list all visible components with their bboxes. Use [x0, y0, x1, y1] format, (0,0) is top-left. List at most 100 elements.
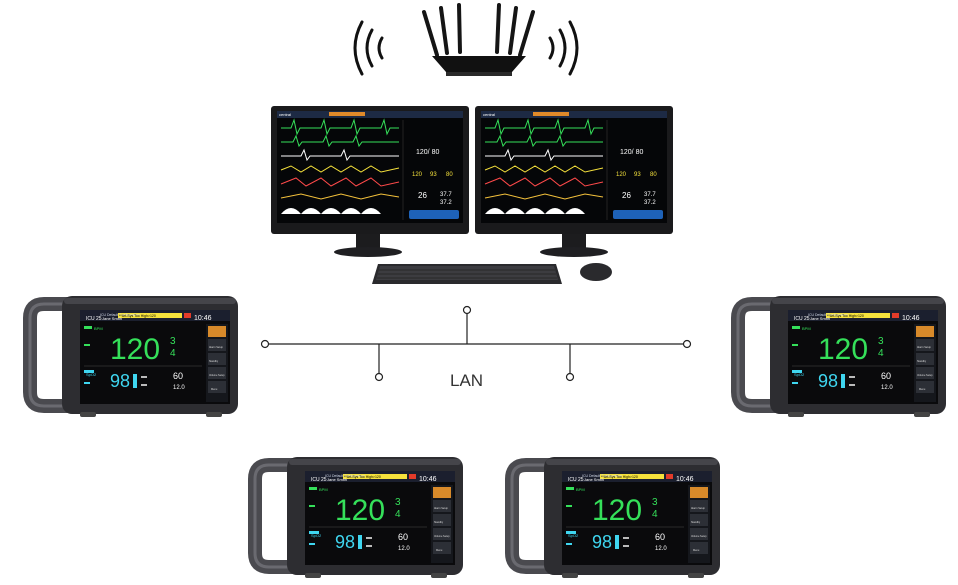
- monitor-alarm: **Art-Sys Too High>120: [827, 314, 864, 318]
- monitor-button-volume-setup[interactable]: Volume Setup: [691, 535, 707, 538]
- central-display-right: 120/ 80 120 93 80 26 37.7 37.2 central: [474, 105, 674, 257]
- monitor-button-standby[interactable]: Standby: [691, 521, 701, 524]
- router-body: [432, 56, 526, 72]
- monitor-spo2-value: 98: [110, 371, 130, 391]
- monitor-time: 10:46: [902, 315, 920, 322]
- monitor-bed: ICU 25: [311, 477, 327, 483]
- monitor-sub-value-top: 3: [170, 336, 176, 347]
- monitor-sub-value-top: 3: [395, 497, 401, 508]
- monitor-bed: ICU 25: [568, 477, 584, 483]
- monitor-patient: Jane Smith: [102, 316, 122, 321]
- monitor-button-volume-setup[interactable]: Volume Setup: [209, 374, 225, 377]
- monitor-sub-value-top: 3: [652, 497, 658, 508]
- monitor-sub-value-bottom: 4: [652, 509, 658, 520]
- bedside-monitor-left: ICU Default Configuration ICU 25 Jane Sm…: [30, 296, 238, 417]
- monitor-alarm: **Art-Sys Too High>120: [344, 475, 381, 479]
- central-bp-value-left: 120/ 80: [416, 149, 439, 156]
- monitor-resp-value: 60: [173, 371, 183, 381]
- monitor-button-menu[interactable]: Menu: [436, 549, 443, 552]
- keyboard: [372, 264, 562, 284]
- monitor-hr-label: BPM: [94, 326, 103, 331]
- bedside-monitor-right: ICU Default Configuration ICU 25 Jane Sm…: [738, 296, 946, 417]
- monitor-button-menu[interactable]: Menu: [211, 388, 218, 391]
- monitor-spo2-label: SpO2: [568, 533, 579, 538]
- monitor-hr-label: BPM: [802, 326, 811, 331]
- monitor-alarm: **Art-Sys Too High>120: [119, 314, 156, 318]
- monitor-bed: ICU 25: [86, 316, 102, 322]
- monitor-config-title: ICU Default Configuration: [325, 474, 365, 478]
- central-value-right-1: 120: [616, 172, 627, 178]
- monitor-spo2-label: SpO2: [794, 372, 805, 377]
- monitor-main-value: 120: [592, 494, 642, 527]
- monitor-alarm: **Art-Sys Too High>120: [601, 475, 638, 479]
- lan-node-left-end: [260, 339, 270, 349]
- monitor-resp-value: 60: [398, 532, 408, 542]
- monitor-resp-value: 60: [655, 532, 665, 542]
- monitor-temp-value: 12.0: [398, 546, 410, 552]
- central-value-left-4: 26: [418, 191, 427, 200]
- lan-network: [260, 305, 692, 382]
- monitor-spo2-label: SpO2: [311, 533, 322, 538]
- monitor-button-alarm-setup[interactable]: Alarm Setup: [691, 507, 705, 510]
- monitor-bed: ICU 25: [794, 316, 810, 322]
- monitor-time: 10:46: [419, 476, 437, 483]
- central-value-left-5: 37.7: [440, 192, 452, 198]
- lan-node-right-end: [682, 339, 692, 349]
- monitor-button-volume-setup[interactable]: Volume Setup: [917, 374, 933, 377]
- monitor-patient: Jane Smith: [584, 477, 604, 482]
- monitor-main-value: 120: [110, 333, 160, 366]
- monitor-button-menu[interactable]: Menu: [919, 388, 926, 391]
- monitor-spo2-label: SpO2: [86, 372, 97, 377]
- central-value-left-1: 120: [412, 172, 423, 178]
- monitor-spo2-value: 98: [592, 532, 612, 552]
- monitor-resp-value: 60: [881, 371, 891, 381]
- monitor-button-alarm-setup[interactable]: Alarm Setup: [209, 346, 223, 349]
- central-value-right-2: 93: [634, 172, 641, 178]
- monitor-sub-value-bottom: 4: [878, 348, 884, 359]
- monitor-patient: Jane Smith: [327, 477, 347, 482]
- router-antennas: [422, 3, 535, 57]
- mouse: [580, 263, 612, 281]
- central-display-left: 120/ 80 120 93 80 26 37.7 37.2 central: [270, 105, 470, 257]
- monitor-temp-value: 12.0: [173, 385, 185, 391]
- central-value-left-6: 37.2: [440, 200, 452, 206]
- monitor-sub-value-top: 3: [878, 336, 884, 347]
- lan-node-central: [462, 305, 472, 315]
- monitor-button-menu[interactable]: Menu: [693, 549, 700, 552]
- central-value-left-2: 93: [430, 172, 437, 178]
- monitor-config-title: ICU Default Configuration: [100, 313, 140, 317]
- monitor-sub-value-bottom: 4: [170, 348, 176, 359]
- monitor-sub-value-bottom: 4: [395, 509, 401, 520]
- monitor-button-volume-setup[interactable]: Volume Setup: [434, 535, 450, 538]
- central-station: 120/ 80 120 93 80 26 37.7 37.2 central 1…: [270, 105, 674, 284]
- wifi-router: [353, 3, 579, 76]
- monitor-button-standby[interactable]: Standby: [434, 521, 444, 524]
- monitor-patient: Jane Smith: [810, 316, 830, 321]
- central-value-right-4: 26: [622, 191, 631, 200]
- bedside-monitor-bottom-left: ICU Default Configuration ICU 25 Jane Sm…: [255, 457, 463, 578]
- monitor-button-standby[interactable]: Standby: [917, 360, 927, 363]
- central-brand-right: central: [483, 112, 495, 117]
- monitor-time: 10:46: [194, 315, 212, 322]
- wifi-signal-right-icon: [548, 20, 579, 76]
- monitor-temp-value: 12.0: [655, 546, 667, 552]
- monitor-button-alarm-setup[interactable]: Alarm Setup: [434, 507, 448, 510]
- central-value-right-5: 37.7: [644, 192, 656, 198]
- lan-label: LAN: [450, 371, 483, 390]
- monitor-main-value: 120: [335, 494, 385, 527]
- central-value-right-6: 37.2: [644, 200, 656, 206]
- monitor-config-title: ICU Default Configuration: [808, 313, 848, 317]
- monitor-time: 10:46: [676, 476, 694, 483]
- monitor-button-standby[interactable]: Standby: [209, 360, 219, 363]
- lan-node-bottom-right: [565, 372, 575, 382]
- monitor-button-alarm-setup[interactable]: Alarm Setup: [917, 346, 931, 349]
- central-value-left-3: 80: [446, 172, 453, 178]
- monitor-hr-label: BPM: [319, 487, 328, 492]
- monitor-hr-label: BPM: [576, 487, 585, 492]
- central-brand-left: central: [279, 112, 291, 117]
- monitor-config-title: ICU Default Configuration: [582, 474, 622, 478]
- monitor-spo2-value: 98: [818, 371, 838, 391]
- central-bp-value-right: 120/ 80: [620, 149, 643, 156]
- monitor-main-value: 120: [818, 333, 868, 366]
